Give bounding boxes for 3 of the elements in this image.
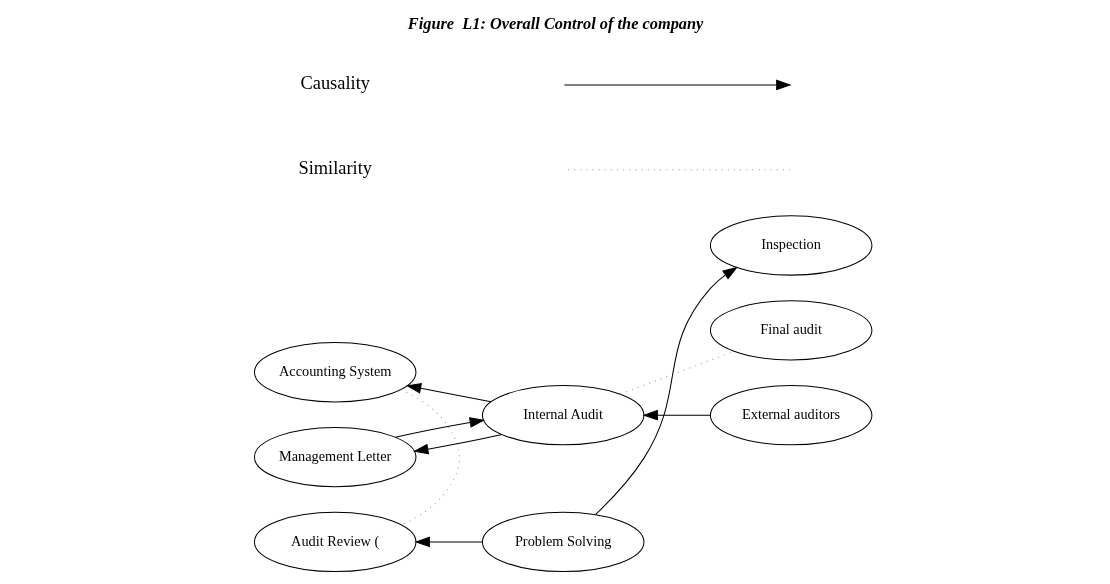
legend-label: Similarity [298,158,372,179]
legend-label: Causality [300,73,370,94]
diagram-title: Figure L1: Overall Control of the company [407,13,704,33]
